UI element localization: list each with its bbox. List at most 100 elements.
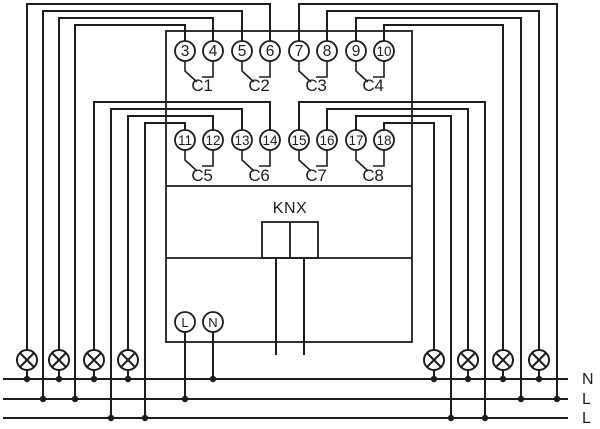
- hook-terminal-11: [184, 150, 198, 172]
- terminal-10: 10: [373, 40, 395, 62]
- terminal-4-circle: [202, 40, 224, 62]
- lamp-symbols: [16, 349, 550, 379]
- l-terminal-label: L: [181, 315, 188, 330]
- channel-hooks: [184, 61, 385, 172]
- junction-dot: [124, 375, 132, 383]
- hook-terminal-7: [298, 61, 312, 83]
- terminal-15-circle: [288, 129, 310, 151]
- terminal-16-circle: [316, 129, 338, 151]
- terminal-15-number: 15: [291, 133, 306, 148]
- terminal-14-circle: [259, 129, 281, 151]
- junction-dot: [71, 395, 79, 403]
- wire-terminal-15: [298, 101, 486, 418]
- lamp-symbol-6: [457, 349, 479, 379]
- hook-terminal-15: [298, 150, 312, 172]
- channel-label-c2: C2: [248, 76, 269, 95]
- wire-terminal-7: [298, 3, 558, 399]
- terminal-6-circle: [259, 40, 281, 62]
- bus-label-l1: L: [582, 391, 591, 408]
- lamp-symbol-8: [528, 349, 550, 379]
- junction-dot: [23, 375, 31, 383]
- terminal-5-number: 5: [238, 43, 247, 60]
- terminal-6-number: 6: [266, 43, 275, 60]
- channel-label-c1: C1: [191, 76, 212, 95]
- lamp-symbol-2: [48, 349, 70, 379]
- terminal-10-number: 10: [376, 44, 391, 59]
- channel-label-c8: C8: [362, 166, 383, 185]
- junction-dot: [535, 375, 543, 383]
- terminal-18: 18: [373, 129, 395, 151]
- hook-terminal-8: [316, 61, 328, 78]
- hook-terminal-16: [316, 150, 328, 167]
- lamp-3-cross: [86, 352, 102, 368]
- wire-terminal-17: [355, 115, 452, 418]
- junction-dot: [90, 375, 98, 383]
- terminal-9-number: 9: [352, 43, 361, 60]
- junction-dot: [141, 414, 149, 422]
- channel-label-c4: C4: [362, 76, 383, 95]
- terminal-13-number: 13: [234, 133, 249, 148]
- hook-terminal-17: [355, 150, 369, 172]
- terminal-9: 9: [345, 40, 367, 62]
- hook-terminal-13: [241, 150, 255, 172]
- n-terminal-label: N: [208, 315, 217, 330]
- junction-dot: [464, 375, 472, 383]
- wire-terminal-13: [110, 108, 243, 418]
- terminal-13: 13: [231, 129, 253, 151]
- knx-label: KNX: [273, 200, 307, 217]
- lamp-symbol-1: [16, 349, 38, 379]
- lamp-symbol-3: [83, 349, 105, 379]
- terminal-8-circle: [316, 40, 338, 62]
- terminal-12-circle: [202, 129, 224, 151]
- terminal-6: 6: [259, 40, 281, 62]
- terminal-4: 4: [202, 40, 224, 62]
- wire-terminal-4: [58, 17, 214, 350]
- junction-dot: [430, 375, 438, 383]
- lamp-2-cross: [51, 352, 67, 368]
- terminal-5-circle: [231, 40, 253, 62]
- terminal-3: 3: [174, 40, 196, 62]
- hook-terminal-12: [202, 150, 214, 167]
- hook-terminal-4: [202, 61, 214, 78]
- terminal-14: 14: [259, 129, 281, 151]
- hook-terminal-3: [184, 61, 198, 83]
- lamp-5-cross: [426, 352, 442, 368]
- wire-terminal-10: [383, 24, 504, 350]
- terminal-3-circle: [174, 40, 196, 62]
- terminal-15: 15: [288, 129, 310, 151]
- channel-label-c5: C5: [191, 166, 212, 185]
- junction-dot: [55, 375, 63, 383]
- lamp-1-cross: [19, 352, 35, 368]
- wire-terminal-11: [144, 122, 186, 418]
- terminal-11-circle: [174, 129, 196, 151]
- hook-terminal-5: [241, 61, 255, 83]
- terminal-7: 7: [288, 40, 310, 62]
- channel-wires: [26, 3, 558, 418]
- channel-label-c3: C3: [305, 76, 326, 95]
- terminal-9-circle: [345, 40, 367, 62]
- terminal-17-circle: [345, 129, 367, 151]
- terminal-8-number: 8: [323, 43, 332, 60]
- terminal-3-number: 3: [181, 43, 190, 60]
- hook-terminal-14: [259, 150, 271, 167]
- bus-label-l2: L: [582, 410, 591, 427]
- wire-terminal-3: [74, 24, 186, 399]
- terminal-16: 16: [316, 129, 338, 151]
- junction-dot: [517, 395, 525, 403]
- terminal-18-number: 18: [376, 133, 391, 148]
- hook-terminal-9: [355, 61, 369, 83]
- wire-terminal-16: [326, 108, 469, 350]
- junction-dot: [39, 395, 47, 403]
- wire-terminal-5: [42, 10, 243, 399]
- junction-dots: [23, 375, 561, 422]
- junction-dot: [553, 395, 561, 403]
- terminal-13-circle: [231, 129, 253, 151]
- channel-label-c6: C6: [248, 166, 269, 185]
- wire-terminal-9: [355, 17, 522, 399]
- terminal-17-number: 17: [348, 133, 363, 148]
- terminal-10-circle: [373, 40, 395, 62]
- junction-dot: [107, 414, 115, 422]
- terminal-5: 5: [231, 40, 253, 62]
